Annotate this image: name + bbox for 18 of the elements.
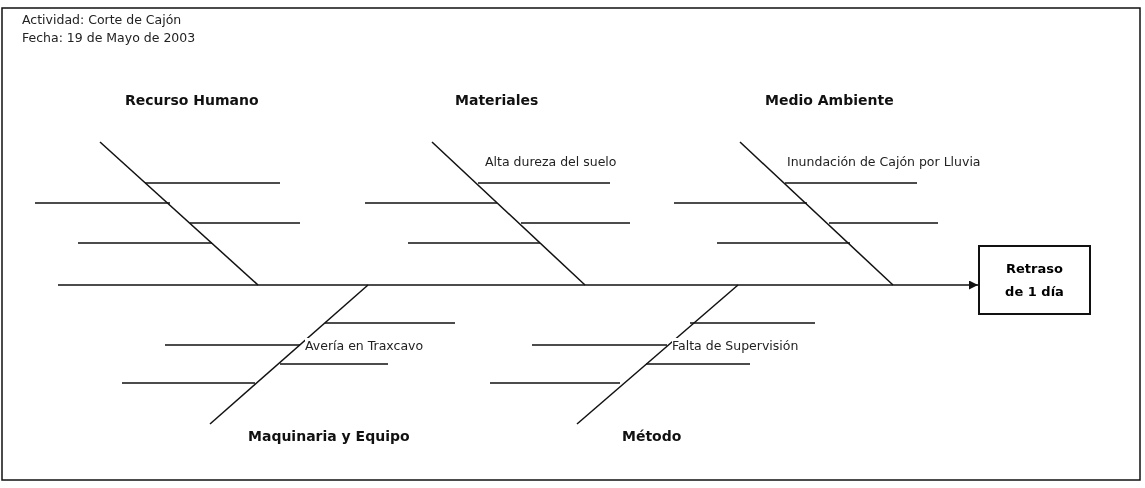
cause-text: Falta de Supervisión xyxy=(672,338,799,353)
cause-bone-line xyxy=(576,284,739,425)
cause-text: Avería en Traxcavo xyxy=(305,338,424,353)
cause-bone-line xyxy=(739,141,894,286)
category-label: Maquinaria y Equipo xyxy=(210,424,470,454)
spine-arrow xyxy=(57,280,979,290)
header-text: Fecha: 19 de Mayo de 2003 xyxy=(22,30,196,45)
cause-bone-line xyxy=(99,141,259,286)
category-label: Recurso Humano xyxy=(100,92,300,142)
header-text: Actividad: Corte de Cajón xyxy=(22,12,182,27)
category-label: Medio Ambiente xyxy=(740,92,940,142)
cause-text: Alta dureza del suelo xyxy=(485,154,617,169)
cause-text: Inundación de Cajón por Lluvia xyxy=(787,154,981,169)
cause-bone-line xyxy=(431,141,586,286)
cause-bone-line xyxy=(209,284,369,425)
effect-box: Retraso de 1 día xyxy=(978,245,1091,315)
category-label: Materiales xyxy=(432,92,582,142)
category-label: Método xyxy=(577,424,717,454)
